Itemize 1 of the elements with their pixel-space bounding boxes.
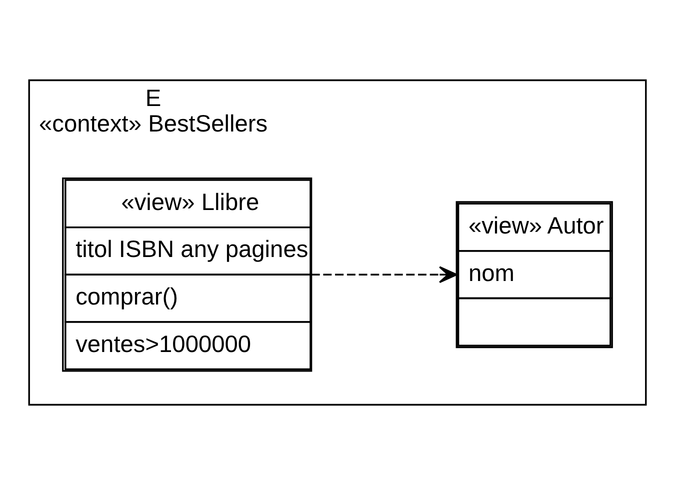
arrow <box>312 266 458 284</box>
